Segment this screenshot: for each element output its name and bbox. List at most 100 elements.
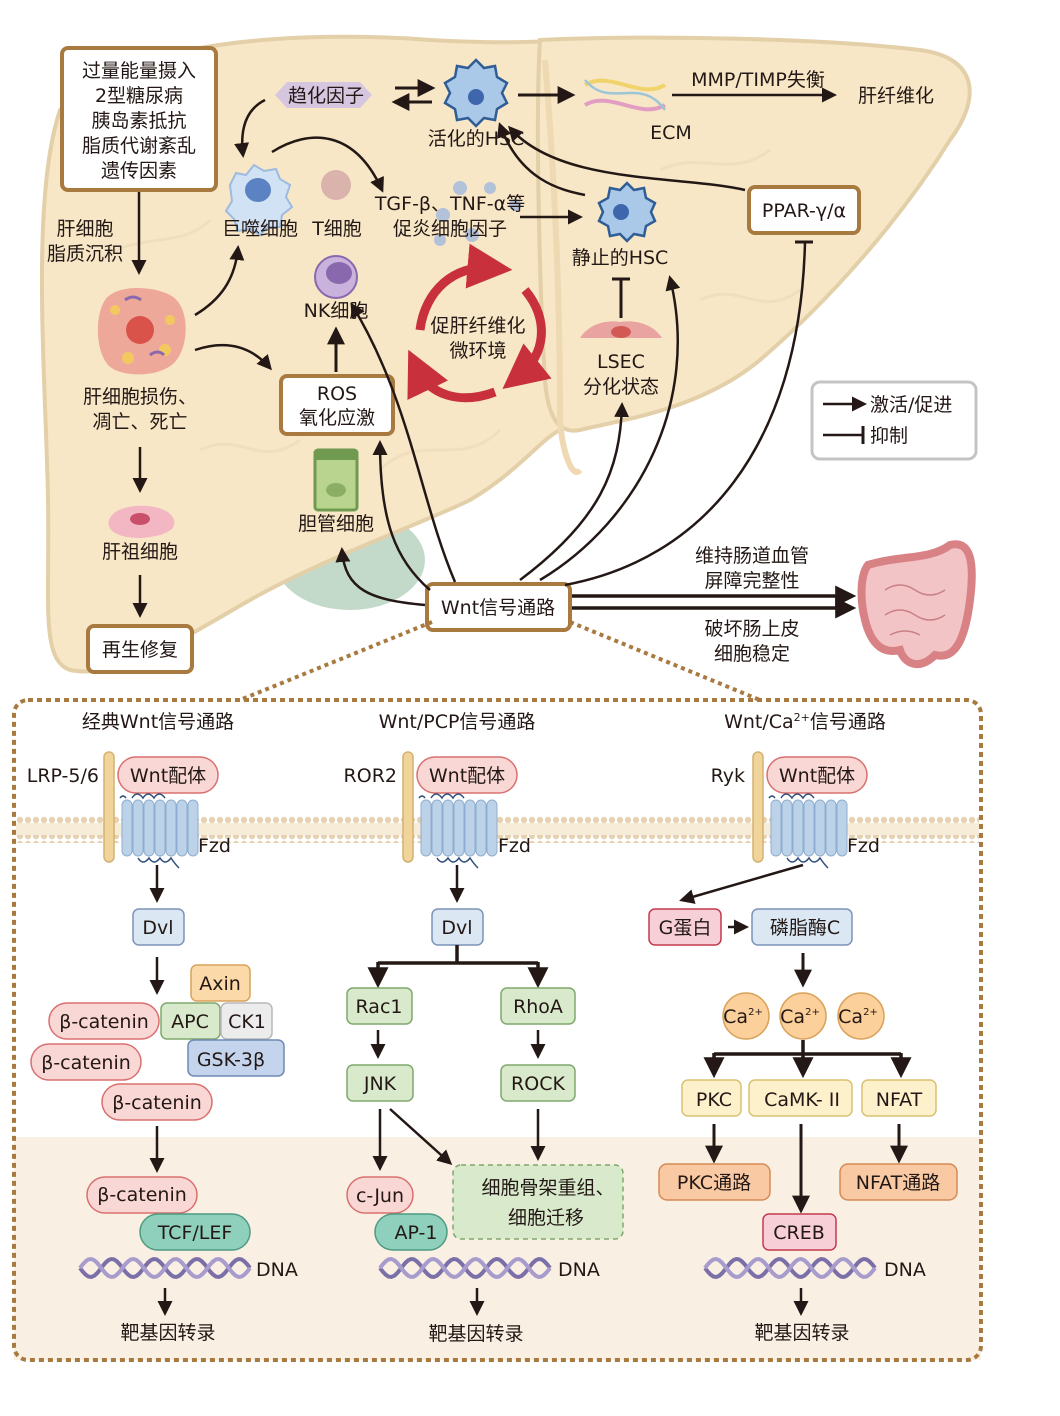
legend-inhibit-label: 抑制: [870, 425, 908, 447]
hepatocyte-injury-label: 凋亡、死亡: [92, 411, 187, 433]
plc-node: 磷脂酶C: [751, 908, 853, 946]
rhoa-label: RhoA: [513, 996, 563, 1018]
hepatocyte-injury-label: 肝细胞损伤、: [83, 386, 197, 408]
dvl-label: Dvl: [441, 917, 472, 939]
zoom-connector: [239, 620, 433, 702]
risk-factor: 脂质代谢紊乱: [82, 135, 196, 157]
gsk3b-node: GSK-3β: [187, 1039, 285, 1077]
receptor-complex: Wnt配体: [752, 751, 868, 869]
beta-catenin-label: β-catenin: [112, 1092, 202, 1114]
beta-catenin-node: β-catenin: [101, 1083, 213, 1121]
dna-helix-icon: [78, 1256, 252, 1280]
risk-factors-box: 过量能量摄入 2型糖尿病 胰岛素抵抗 脂质代谢紊乱 遗传因素: [60, 46, 218, 192]
quiescent-hsc-icon: [597, 181, 657, 243]
tcf-lef-label: TCF/LEF: [157, 1222, 233, 1244]
lsec-label: LSEC: [597, 351, 645, 373]
pkc-pathway-label: PKC通路: [677, 1172, 751, 1194]
ros-label: 氧化应激: [299, 407, 375, 429]
calcium-pathway: Wnt/Ca2+信号通路 Ryk Fzd G蛋白 磷脂酶C Ca2+Ca2+Ca…: [648, 711, 958, 1344]
receptor-complex: Wnt配体: [402, 751, 518, 869]
calcium-ion: Ca2+: [779, 992, 827, 1040]
wnt-ligand-label: Wnt配体: [429, 765, 505, 787]
legend-activate-label: 激活/促进: [870, 394, 952, 416]
gsk3b-label: GSK-3β: [197, 1049, 265, 1071]
coreceptor-label: LRP-5/6: [27, 765, 99, 787]
fibrosis-label: 肝纤维化: [858, 85, 934, 107]
ppar-label: PPAR-γ/α: [762, 200, 846, 222]
camk-node: CaMK- II: [748, 1079, 853, 1117]
progenitor-cell-icon: [108, 505, 175, 538]
ap1-label: AP-1: [395, 1222, 438, 1244]
wnt-ligand-label: Wnt配体: [130, 765, 206, 787]
creb-node: CREB: [762, 1213, 837, 1251]
dna-helix-icon: [703, 1256, 877, 1280]
beta-catenin-nuclear-node: β-catenin: [86, 1176, 198, 1214]
ros-label: ROS: [317, 383, 357, 405]
arrow: [194, 343, 272, 371]
pcp-title: Wnt/PCP信号通路: [379, 711, 536, 733]
jnk-node: JNK: [346, 1064, 414, 1102]
calcium-ion: Ca2+: [722, 992, 770, 1040]
dvl-node: Dvl: [132, 908, 185, 946]
risk-factor: 过量能量摄入: [82, 60, 196, 82]
regeneration-box: 再生修复: [86, 624, 194, 674]
arrow: [194, 245, 245, 317]
g-protein-node: G蛋白: [648, 908, 722, 946]
lipid-deposition-label: 肝细胞: [56, 218, 113, 240]
coreceptor-label: Ryk: [711, 765, 745, 787]
mmp-timp-label: MMP/TIMP失衡: [691, 69, 825, 91]
dvl-label: Dvl: [142, 917, 173, 939]
nfat-node: NFAT: [861, 1079, 937, 1117]
apc-node: APC: [160, 1002, 221, 1040]
t-cell-icon: [321, 170, 351, 200]
cholangiocyte-icon: [313, 448, 359, 512]
macrophage-icon: [224, 163, 294, 237]
activated-hsc-icon: [443, 58, 509, 128]
arrow: [271, 136, 384, 193]
ecm-label: ECM: [650, 122, 692, 144]
canonical-title: 经典Wnt信号通路: [82, 711, 234, 733]
lsec-icon: [580, 321, 662, 338]
g-protein-label: G蛋白: [659, 917, 712, 939]
beta-catenin-node: β-catenin: [48, 1002, 160, 1040]
beta-catenin-label: β-catenin: [41, 1052, 131, 1074]
ros-box: ROS 氧化应激: [279, 374, 395, 436]
dna-label: DNA: [884, 1259, 926, 1281]
receptor-complex: Wnt配体: [103, 751, 219, 869]
pcp-pathway: Wnt/PCP信号通路 ROR2 Fzd Dvl Rac1 RhoA JNK R…: [344, 711, 624, 1345]
fzd-receptor-icon: [768, 793, 848, 869]
nk-cell-icon: [314, 255, 358, 299]
tcf-lef-node: TCF/LEF: [139, 1213, 251, 1251]
zoom-connector: [569, 620, 761, 702]
creb-label: CREB: [773, 1222, 825, 1244]
beta-catenin-label: β-catenin: [59, 1011, 149, 1033]
transcription-label: 靶基因转录: [754, 1322, 849, 1344]
intestine-icon: [857, 540, 976, 668]
cytoskeleton-label: 细胞骨架重组、: [481, 1177, 614, 1199]
transcription-label: 靶基因转录: [428, 1323, 523, 1345]
ecm-icon: [583, 78, 667, 112]
cytoskeleton-label: 细胞迁移: [508, 1207, 584, 1229]
coreceptor-icon: [402, 751, 414, 863]
dna-helix-icon: [378, 1256, 552, 1280]
axin-node: Axin: [190, 964, 251, 1002]
ck1-node: CK1: [220, 1002, 273, 1040]
lipid-deposition-label: 脂质沉积: [47, 243, 123, 265]
rock-label: ROCK: [511, 1073, 565, 1095]
calcium-ion: Ca2+: [837, 992, 885, 1040]
macrophage-label: 巨噬细胞: [222, 218, 298, 240]
canonical-pathway: 经典Wnt信号通路 LRP-5/6 Fzd Dvl Axin APC CK1 G…: [27, 711, 298, 1344]
wnt-pathway-box: Wnt信号通路: [425, 582, 572, 632]
beta-catenin-label: β-catenin: [97, 1184, 187, 1206]
arrow: [234, 98, 266, 158]
arrow: [497, 122, 586, 197]
axin-label: Axin: [199, 973, 241, 995]
fzd-receptor-icon: [418, 793, 498, 869]
apc-label: APC: [171, 1011, 209, 1033]
dna-label: DNA: [558, 1259, 600, 1281]
risk-factor: 遗传因素: [101, 160, 177, 182]
chemokine-tag: 趋化因子: [275, 82, 372, 108]
fzd-label: Fzd: [498, 835, 531, 857]
dna-label: DNA: [256, 1259, 298, 1281]
